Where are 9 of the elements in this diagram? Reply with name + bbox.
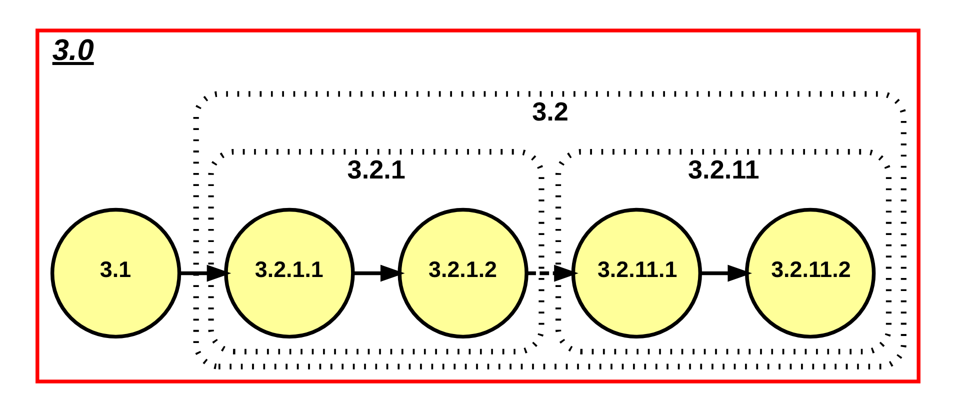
node-circle: 3.2.11.2 [744,208,876,339]
node-circle: 3.2.1.1 [224,208,355,339]
arrow [180,264,232,282]
node-circle: 3.2.11.1 [571,208,702,339]
arrow [353,264,405,282]
arrow [526,264,578,282]
node-circle: 3.2.1.2 [398,208,528,339]
node-circle: 3.1 [50,208,182,339]
arrow [700,264,752,282]
